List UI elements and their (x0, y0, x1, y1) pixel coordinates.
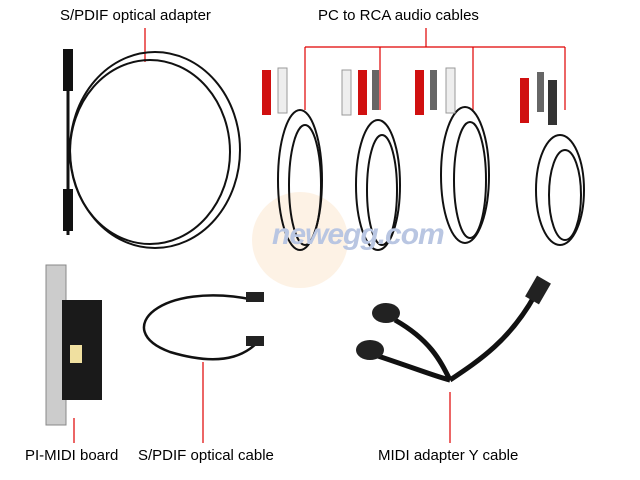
label-midi-y-cable: MIDI adapter Y cable (378, 447, 519, 464)
cable-connector (246, 336, 264, 346)
midi-connector (372, 303, 400, 323)
pi-midi-board (45, 264, 102, 426)
cable-connector (246, 292, 264, 302)
callout-lines (73, 28, 566, 443)
rca-cables (277, 106, 585, 251)
rca-plugs (262, 67, 557, 125)
label-spdif-adapter: S/PDIF optical adapter (60, 7, 211, 24)
watermark-logo-circle (252, 192, 348, 288)
midi-connector (525, 275, 551, 305)
midi-connector (356, 340, 384, 360)
watermark: newegg.com (272, 218, 445, 252)
watermark-text: newegg.com (272, 218, 445, 251)
label-rca-cables: PC to RCA audio cables (318, 7, 479, 24)
label-spdif-cable: S/PDIF optical cable (138, 447, 274, 464)
spdif-cable (142, 294, 261, 361)
spdif-adapter (63, 49, 241, 249)
midi-y-cable (374, 293, 538, 383)
label-pi-midi-board: PI-MIDI board (25, 447, 119, 464)
